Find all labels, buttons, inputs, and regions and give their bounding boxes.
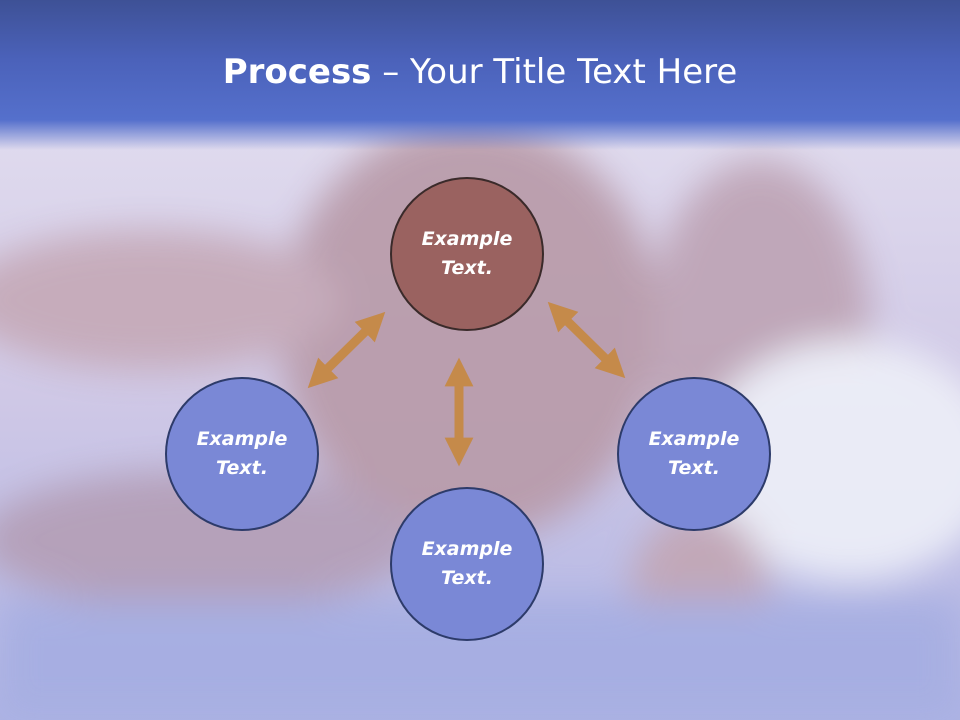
node-left-label: Example Text.	[196, 428, 288, 479]
arrow-top-left	[307, 311, 386, 389]
title-bold: Process	[222, 52, 372, 92]
slide-title: Process – Your Title Text Here	[0, 52, 960, 92]
node-right: Example Text.	[617, 377, 771, 531]
node-top-label: Example Text.	[421, 228, 513, 279]
node-right-label: Example Text.	[648, 428, 740, 479]
arrow-top-right	[547, 301, 626, 379]
node-bottom-label: Example Text.	[421, 538, 513, 589]
title-band	[0, 0, 960, 150]
node-bottom: Example Text.	[390, 487, 544, 641]
node-left: Example Text.	[165, 377, 319, 531]
node-top: Example Text.	[390, 177, 544, 331]
title-rest: – Your Title Text Here	[371, 52, 738, 92]
